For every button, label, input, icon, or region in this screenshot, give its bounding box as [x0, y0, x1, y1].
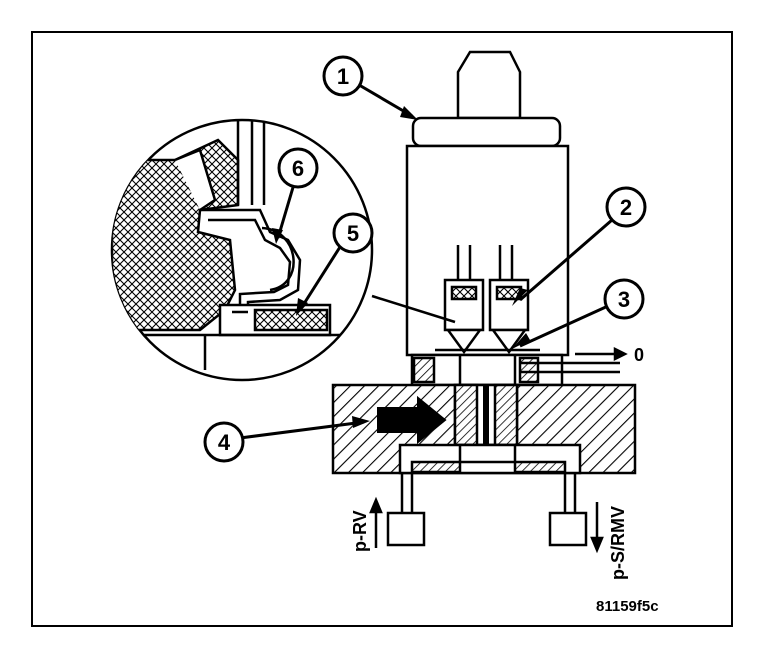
detail-leader: [371, 294, 456, 324]
callout-5: 5: [296, 212, 374, 316]
callout-3-label: 3: [618, 287, 630, 312]
callout-1: 1: [322, 55, 418, 120]
callout-6-label: 6: [292, 156, 304, 181]
port-s-rmv: [548, 473, 604, 554]
port-rv: [369, 473, 426, 548]
rv-port-label: p-RV: [350, 510, 370, 552]
valve-seat: [410, 353, 564, 387]
flow-direction-arrow: [377, 395, 447, 445]
figure-reference-code: 81159f5c: [596, 598, 659, 615]
callout-4-label: 4: [218, 430, 231, 455]
figure-frame: [31, 31, 733, 627]
return-port-label: 0: [634, 345, 644, 365]
return-line: [520, 346, 628, 374]
callout-6: 6: [272, 147, 319, 244]
callout-5-label: 5: [347, 221, 359, 246]
callout-1-label: 1: [337, 64, 349, 89]
callout-3: 3: [512, 278, 645, 349]
valve-body: [405, 50, 570, 357]
s-rmv-port-label: p-S/RMV: [608, 506, 628, 580]
callout-4: 4: [203, 416, 370, 463]
callout-2: 2: [512, 186, 647, 306]
callout-2-label: 2: [620, 195, 632, 220]
